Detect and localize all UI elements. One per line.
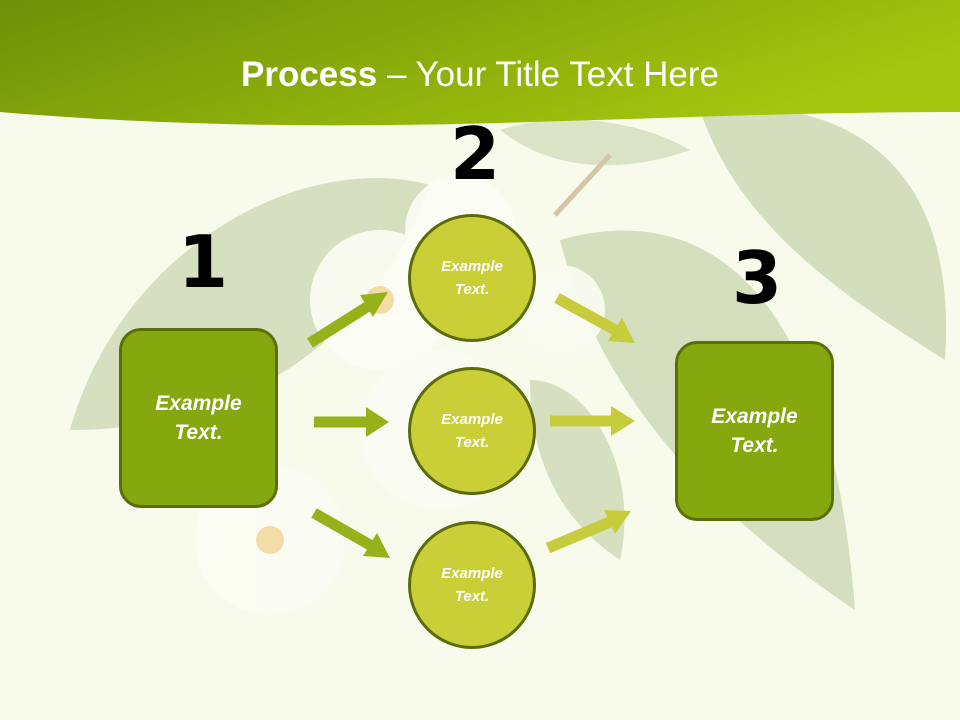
step-3-box: Example Text. (675, 341, 834, 521)
circle-bottom-label: Example Text. (441, 565, 503, 605)
step-number-1: 1 (178, 220, 229, 304)
step-1-label: Example Text. (155, 392, 242, 444)
slide-title: Process – Your Title Text Here (241, 55, 719, 94)
step-number-3: 3 (732, 236, 783, 320)
step-2-circle-bottom: Example Text. (408, 521, 536, 649)
step-2-circle-middle: Example Text. (408, 367, 536, 495)
header-band (0, 0, 960, 126)
step-1-box: Example Text. (119, 328, 278, 508)
circle-top-label: Example Text. (441, 258, 503, 298)
circle-middle-label: Example Text. (441, 411, 503, 451)
step-number-2: 2 (450, 112, 501, 196)
step-2-circle-top: Example Text. (408, 214, 536, 342)
step-3-label: Example Text. (711, 405, 798, 457)
